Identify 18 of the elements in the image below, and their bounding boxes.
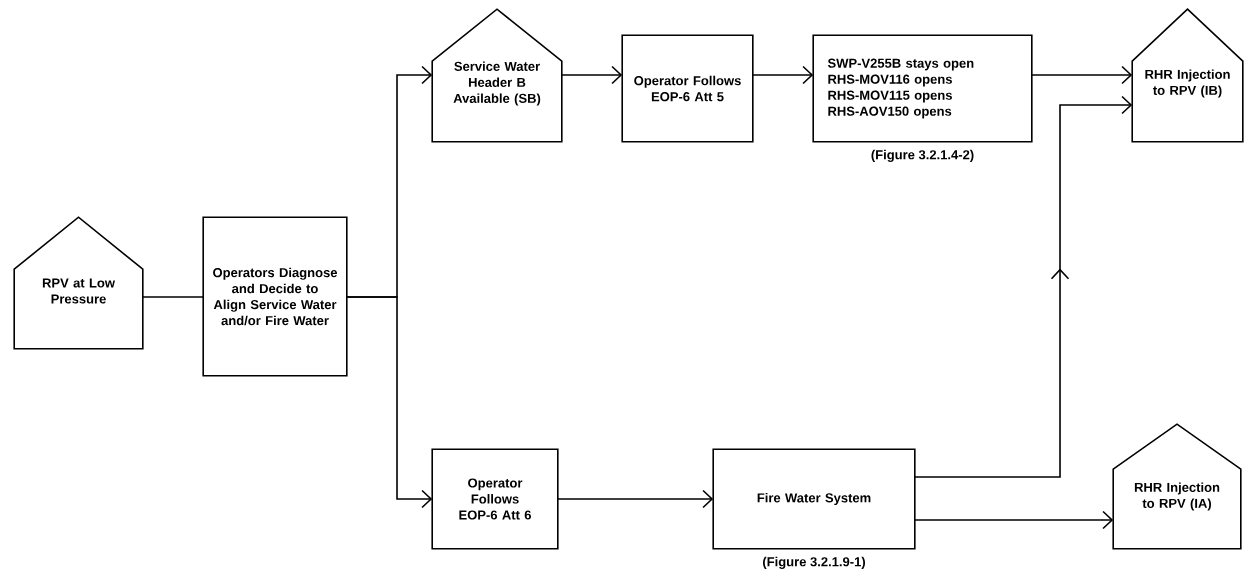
pentagon-box: RHR Injection to RPV (IB) [1131, 8, 1244, 143]
process-box: Operator Follows EOP-6 Att 6 [431, 448, 559, 550]
process-box: Operator Follows EOP-6 Att 5 [621, 34, 754, 143]
process-box: Fire Water System [712, 448, 916, 550]
pentagon-box: Service Water Header B Available (SB) [431, 8, 563, 143]
figure-reference: (Figure 3.2.1.9-1) [763, 556, 865, 569]
pentagon-box: RHR Injection to RPV (IA) [1112, 423, 1242, 550]
arrow [557, 489, 714, 509]
pentagon-box: RPV at Low Pressure [13, 216, 144, 350]
figure-reference: (Figure 3.2.1.4-2) [871, 149, 974, 162]
process-box: SWP-V255B stays open RHS-MOV116 opens RHS-MOV115 opens RHS-AOV150 opens [812, 34, 1033, 143]
arrow [752, 65, 814, 85]
arrow [346, 296, 433, 509]
arrow [914, 510, 1114, 530]
arrow [914, 95, 1133, 478]
process-box: Operators Diagnose and Decide to Align Service Water and/or Fire Water [202, 216, 348, 377]
arrow [1031, 65, 1133, 85]
arrow [561, 65, 623, 85]
